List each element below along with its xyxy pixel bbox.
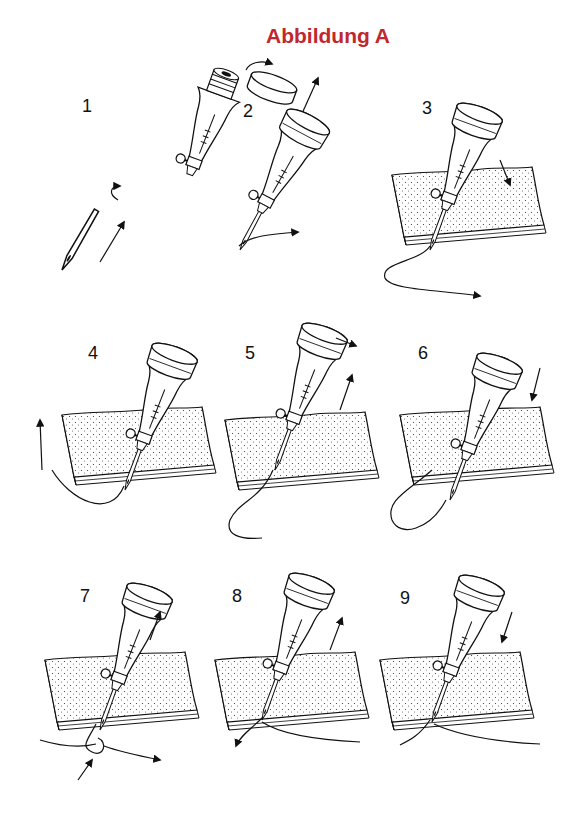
- step-number: 3: [422, 98, 432, 119]
- step-number: 1: [82, 96, 92, 117]
- step-number: 5: [245, 343, 255, 364]
- step-number: 4: [88, 343, 98, 364]
- figure-title: Abbildung A: [266, 24, 390, 48]
- step-number: 9: [400, 588, 410, 609]
- step-number: 2: [243, 101, 253, 122]
- step-number: 7: [80, 586, 90, 607]
- step-number: 8: [232, 586, 242, 607]
- step-number: 6: [418, 343, 428, 364]
